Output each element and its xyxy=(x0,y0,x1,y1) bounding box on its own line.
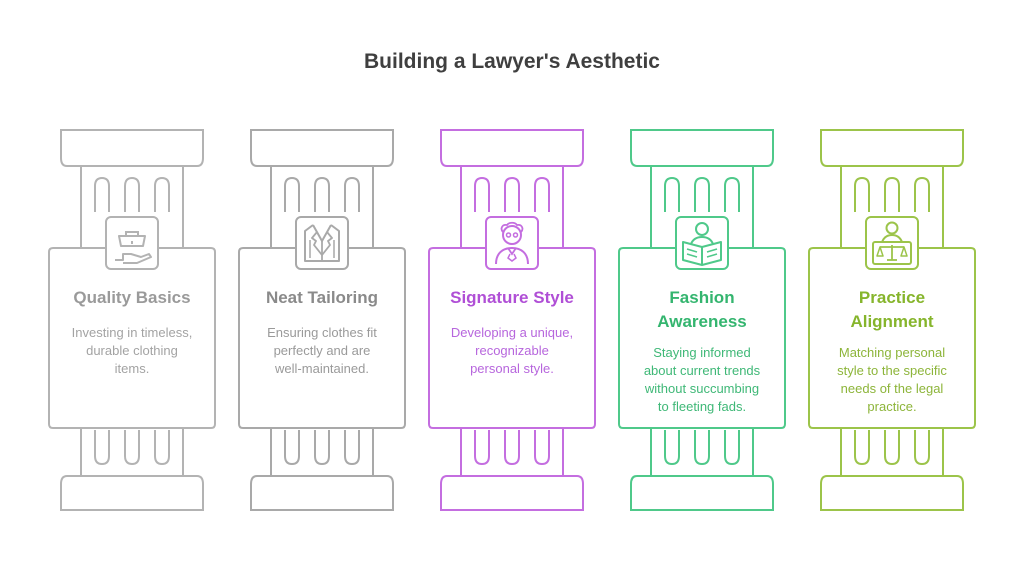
column-part xyxy=(630,475,774,511)
pillar-description-line: recognizable xyxy=(475,343,549,358)
column-part xyxy=(914,430,930,466)
pillar-description-line: Ensuring clothes fit xyxy=(267,325,377,340)
column-part xyxy=(808,247,976,429)
column-part xyxy=(124,176,140,212)
column-part xyxy=(724,176,740,212)
column-part xyxy=(694,430,710,466)
pillar-quality-basics: Quality Basics Investing in timeless, du… xyxy=(47,128,217,514)
column-part xyxy=(474,176,490,212)
pillar-heading-line: Alignment xyxy=(850,312,934,331)
column-part xyxy=(618,247,786,429)
column-part xyxy=(504,176,520,212)
pillar-description-line: Staying informed xyxy=(653,345,751,360)
pillar-description-line: practice. xyxy=(867,399,917,414)
column-part xyxy=(284,430,300,466)
pillar-description-line: about current trends xyxy=(643,363,761,378)
reading-person-icon xyxy=(675,216,729,270)
pillar-heading-line: Signature Style xyxy=(450,288,574,307)
pillar-heading: Neat Tailoring xyxy=(237,286,407,310)
pillar-description-line: to fleeting fads. xyxy=(657,399,747,414)
column-part xyxy=(124,430,140,466)
column-frame xyxy=(808,129,976,511)
pillar-description: Investing in timeless, durable clothing … xyxy=(69,324,195,378)
column-part xyxy=(94,430,110,466)
column-frame xyxy=(428,129,596,511)
column-part xyxy=(284,176,300,212)
column-part xyxy=(344,430,360,466)
pillar-description-line: items. xyxy=(114,361,150,376)
column-part xyxy=(854,176,870,212)
diagram-title: Building a Lawyer's Aesthetic xyxy=(364,50,660,73)
column-frame xyxy=(238,129,406,511)
column-part xyxy=(314,176,330,212)
column-part xyxy=(344,176,360,212)
pillar-description-line: Matching personal xyxy=(838,345,946,360)
column-part xyxy=(154,176,170,212)
column-frame xyxy=(48,129,216,511)
pillar-heading-line: Quality Basics xyxy=(73,288,191,307)
column-part xyxy=(884,430,900,466)
pillar-description-line: personal style. xyxy=(470,361,554,376)
column-part xyxy=(630,129,774,167)
pillar-description-line: Developing a unique, xyxy=(450,325,574,340)
column-part xyxy=(884,176,900,212)
elderly-person-icon xyxy=(485,216,539,270)
column-part xyxy=(440,475,584,511)
pillar-description-line: Investing in timeless, xyxy=(71,325,193,340)
column-part xyxy=(314,430,330,466)
pillar-heading-line: Awareness xyxy=(657,312,747,331)
pillar-description-line: well-maintained. xyxy=(275,361,369,376)
column-part xyxy=(250,475,394,511)
pillar-description-line: needs of the legal xyxy=(840,381,944,396)
pillar-description: Developing a unique, recognizable person… xyxy=(449,324,575,378)
pillar-heading-line: Neat Tailoring xyxy=(265,288,379,307)
column-part xyxy=(60,475,204,511)
column-part xyxy=(534,430,550,466)
column-part xyxy=(474,430,490,466)
pillar-description: Matching personal style to the specific … xyxy=(829,344,955,416)
column-part xyxy=(504,430,520,466)
column-frame xyxy=(618,129,786,511)
pillar-description-line: style to the specific xyxy=(837,363,947,378)
column-part xyxy=(694,176,710,212)
column-part xyxy=(48,247,216,429)
column-part xyxy=(440,129,584,167)
column-part xyxy=(854,430,870,466)
pillar-neat-tailoring: Neat Tailoring Ensuring clothes fit perf… xyxy=(237,128,407,514)
pillar-description-line: durable clothing xyxy=(86,343,178,358)
pillar-heading: Quality Basics xyxy=(47,286,217,310)
pillar-signature-style: Signature Style Developing a unique, rec… xyxy=(427,128,597,514)
pillar-description-line: without succumbing xyxy=(644,381,760,396)
pillar-practice-alignment: Practice Alignment Matching personal sty… xyxy=(807,128,977,514)
pillar-description-line: perfectly and are xyxy=(273,343,371,358)
pillar-description: Staying informed about current trends wi… xyxy=(639,344,765,416)
column-part xyxy=(664,430,680,466)
pillar-fashion-awareness: Fashion Awareness Staying informed about… xyxy=(617,128,787,514)
pillar-heading-line: Practice xyxy=(858,288,926,307)
column-part xyxy=(154,430,170,466)
pillar-heading-line: Fashion xyxy=(669,288,735,307)
pillar-description: Ensuring clothes fit perfectly and are w… xyxy=(259,324,385,378)
pillar-heading: Signature Style xyxy=(427,286,597,310)
column-part xyxy=(820,475,964,511)
column-part xyxy=(820,129,964,167)
suit-jacket-icon xyxy=(295,216,349,270)
briefcase-hand-icon xyxy=(105,216,159,270)
column-part xyxy=(428,247,596,429)
column-part xyxy=(664,176,680,212)
column-part xyxy=(534,176,550,212)
column-part xyxy=(60,129,204,167)
column-part xyxy=(914,176,930,212)
justice-scales-icon xyxy=(865,216,919,270)
column-part xyxy=(724,430,740,466)
column-part xyxy=(238,247,406,429)
column-part xyxy=(250,129,394,167)
column-part xyxy=(94,176,110,212)
pillar-heading: Fashion Awareness xyxy=(617,286,787,334)
pillar-heading: Practice Alignment xyxy=(807,286,977,334)
